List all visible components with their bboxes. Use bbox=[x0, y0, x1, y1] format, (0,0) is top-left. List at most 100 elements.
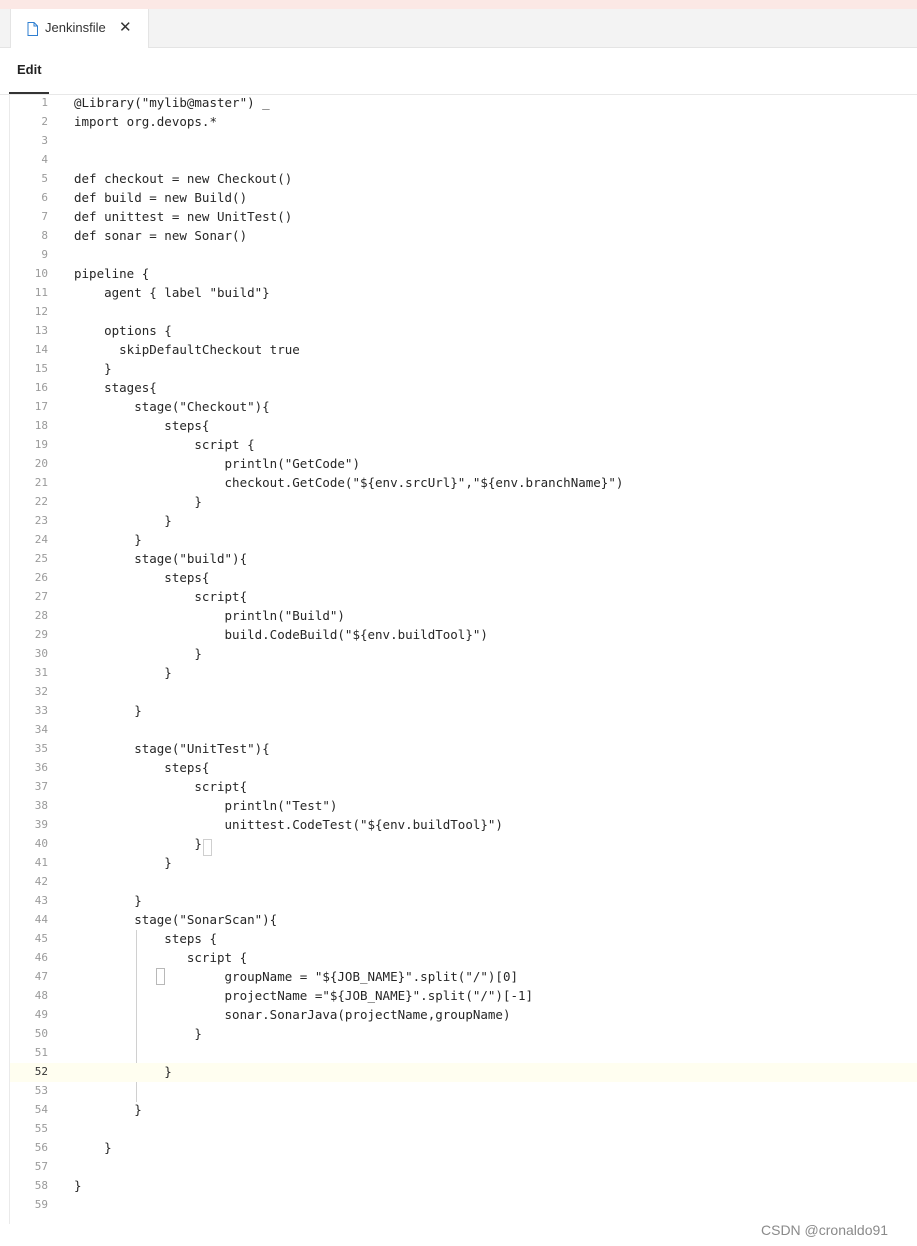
code-text: println("Test") bbox=[74, 798, 338, 813]
code-line[interactable]: 51 bbox=[10, 1044, 917, 1063]
code-text: steps{ bbox=[74, 418, 210, 433]
code-line[interactable]: 13 options { bbox=[10, 322, 917, 341]
code-line[interactable]: 1@Library("mylib@master") _ bbox=[10, 94, 917, 113]
code-line[interactable]: 39 unittest.CodeTest("${env.buildTool}") bbox=[10, 816, 917, 835]
code-line[interactable]: 22 } bbox=[10, 493, 917, 512]
code-text: def checkout = new Checkout() bbox=[74, 171, 293, 186]
code-line[interactable]: 26 steps{ bbox=[10, 569, 917, 588]
code-line[interactable]: 11 agent { label "build"} bbox=[10, 284, 917, 303]
code-line[interactable]: 25 stage("build"){ bbox=[10, 550, 917, 569]
code-line[interactable]: 45 steps { bbox=[10, 930, 917, 949]
code-line[interactable]: 31 } bbox=[10, 664, 917, 683]
code-line[interactable]: 43 } bbox=[10, 892, 917, 911]
code-line[interactable]: 20 println("GetCode") bbox=[10, 455, 917, 474]
code-line[interactable]: 33 } bbox=[10, 702, 917, 721]
code-line[interactable]: 53 bbox=[10, 1082, 917, 1101]
code-line[interactable]: 30 } bbox=[10, 645, 917, 664]
line-number: 45 bbox=[34, 932, 48, 945]
code-line[interactable]: 55 bbox=[10, 1120, 917, 1139]
line-number: 56 bbox=[34, 1141, 48, 1154]
code-line[interactable]: 23 } bbox=[10, 512, 917, 531]
code-line[interactable]: 36 steps{ bbox=[10, 759, 917, 778]
code-line[interactable]: 2 import org.devops.* bbox=[10, 113, 917, 132]
code-line[interactable]: 16 stages{ bbox=[10, 379, 917, 398]
code-line[interactable]: 15 } bbox=[10, 360, 917, 379]
line-number: 55 bbox=[34, 1122, 48, 1135]
code-text: println("GetCode") bbox=[74, 456, 360, 471]
code-text: } bbox=[74, 1140, 112, 1155]
code-line[interactable]: 17 stage("Checkout"){ bbox=[10, 398, 917, 417]
code-line[interactable]: 14 skipDefaultCheckout true bbox=[10, 341, 917, 360]
code-text: } bbox=[74, 1178, 82, 1193]
code-line[interactable]: 42 bbox=[10, 873, 917, 892]
code-line[interactable]: 47 groupName = "${JOB_NAME}".split("/")[… bbox=[10, 968, 917, 987]
line-number: 11 bbox=[34, 286, 48, 299]
code-line[interactable]: 52 } bbox=[10, 1063, 917, 1082]
line-number: 19 bbox=[34, 438, 48, 451]
top-banner-strip bbox=[0, 0, 917, 9]
code-text: sonar.SonarJava(projectName,groupName) bbox=[74, 1007, 511, 1022]
code-line[interactable]: 57 bbox=[10, 1158, 917, 1177]
code-line[interactable]: 54 } bbox=[10, 1101, 917, 1120]
line-number: 34 bbox=[34, 723, 48, 736]
code-line[interactable]: 50 } bbox=[10, 1025, 917, 1044]
line-number: 1 bbox=[41, 96, 48, 109]
code-line[interactable]: 5 def checkout = new Checkout() bbox=[10, 170, 917, 189]
code-line[interactable]: 12 bbox=[10, 303, 917, 322]
line-number: 16 bbox=[34, 381, 48, 394]
code-line[interactable]: 59 bbox=[10, 1196, 917, 1215]
line-number: 5 bbox=[41, 172, 48, 185]
line-number: 31 bbox=[34, 666, 48, 679]
code-line[interactable]: 4 bbox=[10, 151, 917, 170]
code-line[interactable]: 58} bbox=[10, 1177, 917, 1196]
code-line[interactable]: 44 stage("SonarScan"){ bbox=[10, 911, 917, 930]
line-number: 35 bbox=[34, 742, 48, 755]
code-line[interactable]: 27 script{ bbox=[10, 588, 917, 607]
line-number: 50 bbox=[34, 1027, 48, 1040]
line-number: 42 bbox=[34, 875, 48, 888]
code-line[interactable]: 46 script { bbox=[10, 949, 917, 968]
code-line[interactable]: 49 sonar.SonarJava(projectName,groupName… bbox=[10, 1006, 917, 1025]
code-line[interactable]: 32 bbox=[10, 683, 917, 702]
code-line[interactable]: 34 bbox=[10, 721, 917, 740]
line-number: 7 bbox=[41, 210, 48, 223]
code-text: import org.devops.* bbox=[74, 114, 217, 129]
line-number: 29 bbox=[34, 628, 48, 641]
tab-jenkinsfile[interactable]: Jenkinsfile ✕ bbox=[10, 9, 149, 48]
code-text: stage("build"){ bbox=[74, 551, 248, 566]
code-line[interactable]: 56 } bbox=[10, 1139, 917, 1158]
code-line[interactable]: 21 checkout.GetCode("${env.srcUrl}","${e… bbox=[10, 474, 917, 493]
code-line[interactable]: 29 build.CodeBuild("${env.buildTool}") bbox=[10, 626, 917, 645]
code-line[interactable]: 28 println("Build") bbox=[10, 607, 917, 626]
code-line[interactable]: 37 script{ bbox=[10, 778, 917, 797]
line-number: 2 bbox=[41, 115, 48, 128]
line-number: 22 bbox=[34, 495, 48, 508]
close-icon[interactable]: ✕ bbox=[119, 19, 132, 36]
code-line[interactable]: 48 projectName ="${JOB_NAME}".split("/")… bbox=[10, 987, 917, 1006]
code-line[interactable]: 40 } bbox=[10, 835, 917, 854]
line-number: 17 bbox=[34, 400, 48, 413]
code-line[interactable]: 35 stage("UnitTest"){ bbox=[10, 740, 917, 759]
code-text: } bbox=[74, 665, 172, 680]
code-line[interactable]: 18 steps{ bbox=[10, 417, 917, 436]
code-line[interactable]: 41 } bbox=[10, 854, 917, 873]
line-number: 33 bbox=[34, 704, 48, 717]
code-editor[interactable]: 1@Library("mylib@master") _ 2 import org.d… bbox=[9, 94, 917, 1224]
code-line[interactable]: 38 println("Test") bbox=[10, 797, 917, 816]
line-number: 59 bbox=[34, 1198, 48, 1211]
code-line[interactable]: 24 } bbox=[10, 531, 917, 550]
code-line[interactable]: 19 script { bbox=[10, 436, 917, 455]
line-number: 18 bbox=[34, 419, 48, 432]
code-text: } bbox=[74, 513, 172, 528]
line-number: 36 bbox=[34, 761, 48, 774]
tab-edit[interactable]: Edit bbox=[9, 48, 49, 94]
code-text: stage("SonarScan"){ bbox=[74, 912, 278, 927]
code-line[interactable]: 9 bbox=[10, 246, 917, 265]
code-line[interactable]: 3 bbox=[10, 132, 917, 151]
code-text: options { bbox=[74, 323, 172, 338]
line-number: 38 bbox=[34, 799, 48, 812]
